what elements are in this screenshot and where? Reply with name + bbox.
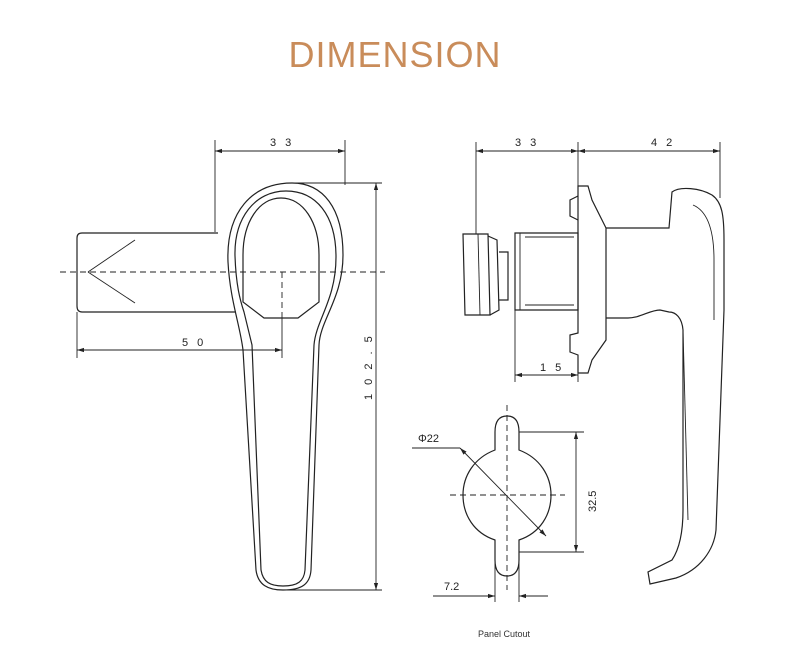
dim-width-label: 3 3 xyxy=(270,137,294,149)
cam xyxy=(462,233,500,316)
grip-recess xyxy=(242,197,320,319)
handle-outline xyxy=(227,182,344,591)
dim-handle-label: 4 2 xyxy=(651,137,675,149)
page-title: DIMENSION xyxy=(288,34,502,75)
shaft xyxy=(76,232,236,313)
handle-inner xyxy=(234,190,337,587)
panel-cutout: Φ22 32.5 7.2 Panel Cutout xyxy=(412,405,599,639)
dim-shaft-label: 5 0 xyxy=(182,337,206,349)
dim-diameter-line xyxy=(459,447,547,537)
dim-diameter-label: Φ22 xyxy=(418,433,439,445)
side-view: 3 3 4 2 1 5 xyxy=(462,137,725,585)
dim-height-label: 1 0 2 . 5 xyxy=(363,333,375,400)
flange xyxy=(569,185,607,374)
dim-flange-label: 1 5 xyxy=(540,362,564,374)
handle-side xyxy=(606,187,725,585)
front-view: 3 3 5 0 1 0 2 . 5 xyxy=(60,137,385,591)
cutout-caption: Panel Cutout xyxy=(478,629,531,639)
dim-cutout-height-label: 32.5 xyxy=(587,491,599,512)
dim-depth-label: 3 3 xyxy=(515,137,539,149)
dim-cutout-width-label: 7.2 xyxy=(444,581,459,593)
